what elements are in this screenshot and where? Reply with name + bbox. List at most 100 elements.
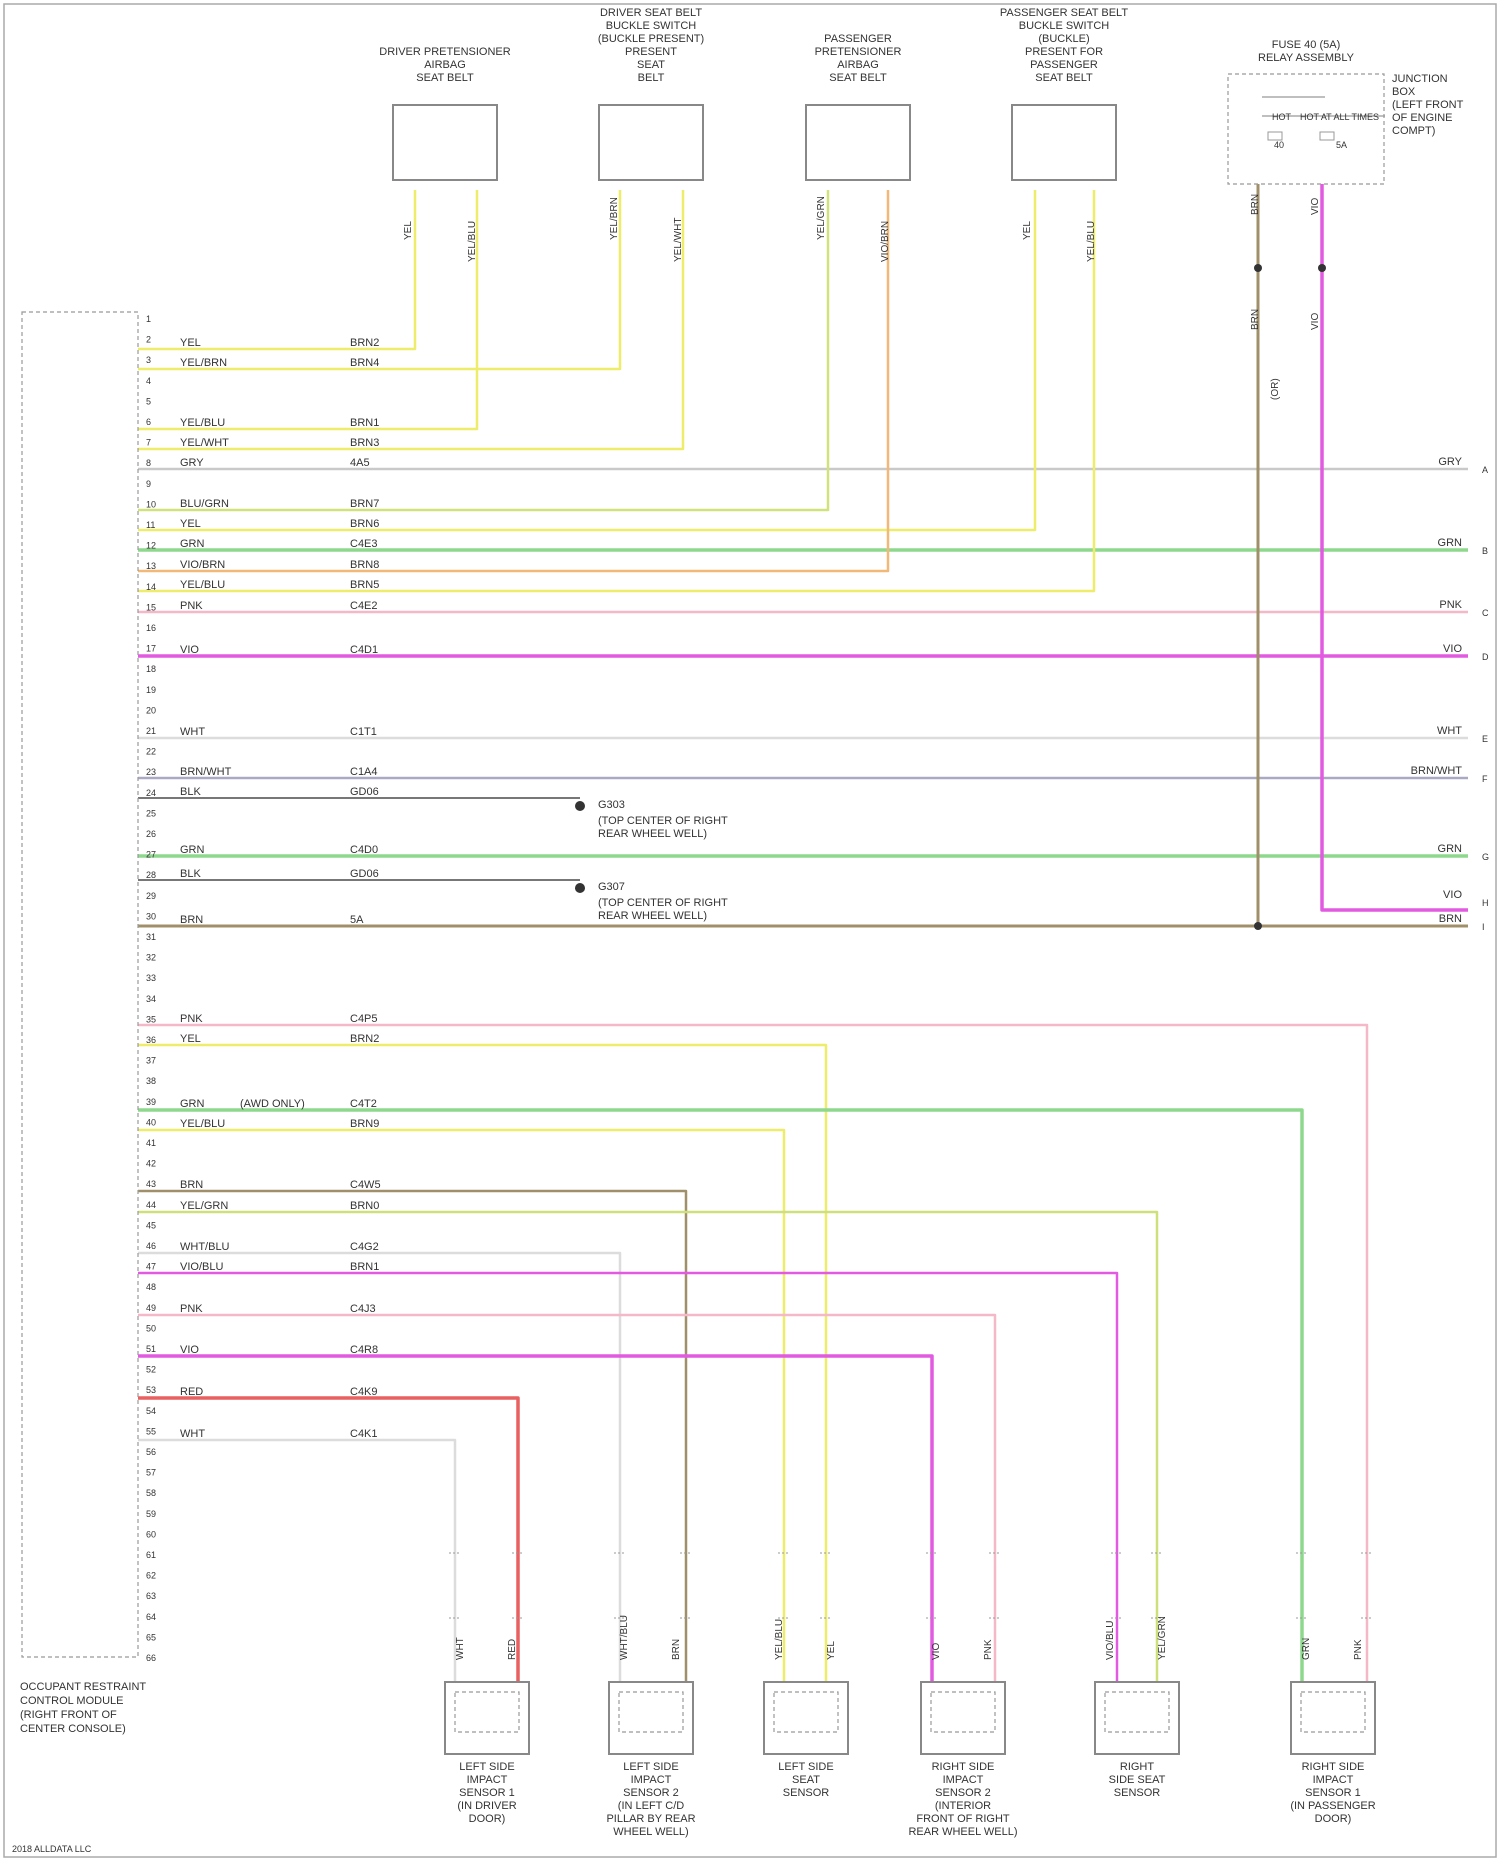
right-edge-arrow: I [1482, 922, 1485, 932]
upper-sensor-box [393, 105, 497, 180]
lower-sensor-wire-a: VIO/BLU [1105, 1621, 1116, 1660]
module-pin-number: 26 [146, 829, 156, 839]
fuse-wire-label-brn: BRN [1250, 194, 1261, 215]
upper-wire-color: YEL/BRN [180, 357, 227, 369]
upper-wire-color: YEL [180, 337, 201, 349]
upper-sensor-wire-a: YEL [403, 221, 414, 240]
module-pin-number: 6 [146, 417, 151, 427]
module-pin-number: 5 [146, 396, 151, 406]
module-pin-number: 47 [146, 1262, 156, 1272]
module-pin-number: 35 [146, 1014, 156, 1024]
module-title: OCCUPANT RESTRAINTCONTROL MODULE(RIGHT F… [20, 1681, 146, 1735]
module-pin-number: 24 [146, 788, 156, 798]
lower-sensor-wire-b: PNK [983, 1639, 994, 1660]
module-pin-number: 28 [146, 870, 156, 880]
lower-sensor-title: RIGHT SIDEIMPACTSENSOR 2(INTERIORFRONT O… [908, 1761, 1017, 1838]
lower-wire-circuit: BRN9 [350, 1118, 379, 1130]
module-pin-number: 45 [146, 1220, 156, 1230]
lower-wire-color: VIO/BLU [180, 1261, 223, 1273]
lower-wire-path [138, 1025, 1367, 1682]
upper-wire-circuit: BRN7 [350, 498, 379, 510]
upper-wire-circuit: C1A4 [350, 766, 378, 778]
lower-sensor-4: RIGHT SIDEIMPACTSENSOR 2(INTERIORFRONT O… [908, 1639, 1017, 1838]
fuse-inner-number: 40 [1274, 140, 1284, 150]
right-edge-label: PNK [1439, 599, 1462, 611]
right-edge-arrow: H [1482, 898, 1489, 908]
upper-wire-color: GRN [180, 538, 205, 550]
upper-wire-color: GRY [180, 457, 204, 469]
lower-wire-color: PNK [180, 1303, 203, 1315]
upper-sensor-box [599, 105, 703, 180]
lower-wire-circuit: C4T2 [350, 1098, 377, 1110]
upper-sensor-title: DRIVER PRETENSIONERAIRBAGSEAT BELT [379, 46, 510, 84]
lower-sensor-box [1095, 1682, 1179, 1754]
lower-sensor-wire-a: VIO [931, 1643, 942, 1660]
module-pin-number: 4 [146, 376, 151, 386]
right-edge-label: VIO [1443, 889, 1462, 901]
upper-wire-path [138, 190, 415, 349]
lower-sensor-box [921, 1682, 1005, 1754]
module-pin-number: 58 [146, 1488, 156, 1498]
upper-wire-color: YEL/BLU [180, 579, 225, 591]
right-edge-label: GRN [1438, 843, 1463, 855]
fuse-wire-label-vio: VIO [1310, 198, 1321, 215]
upper-wire-circuit: C4D1 [350, 644, 378, 656]
upper-wire-color: BLK [180, 868, 201, 880]
lower-wire-path [138, 1045, 826, 1682]
module-pin-number: 59 [146, 1509, 156, 1519]
module-pin-number: 56 [146, 1447, 156, 1457]
upper-sensor-box [1012, 105, 1116, 180]
module-pin-number: 55 [146, 1426, 156, 1436]
module-pin-number: 31 [146, 932, 156, 942]
lower-wire-circuit: C4G2 [350, 1241, 379, 1253]
upper-wire-path [138, 190, 477, 429]
module-pin-number: 54 [146, 1406, 156, 1416]
module-pin-number: 61 [146, 1550, 156, 1560]
lower-wire-note: (AWD ONLY) [240, 1098, 305, 1110]
lower-sensor-box [764, 1682, 848, 1754]
right-edge-label: GRY [1438, 456, 1462, 468]
module-pin-number: 27 [146, 850, 156, 860]
upper-wire-circuit: 5A [350, 914, 364, 926]
module-pin-number: 29 [146, 891, 156, 901]
upper-sensor-box [806, 105, 910, 180]
module-pin-number: 11 [146, 520, 155, 530]
upper-wire-circuit: BRN3 [350, 437, 379, 449]
upper-wire-circuit: BRN6 [350, 518, 379, 530]
lower-wire-color: WHT [180, 1428, 205, 1440]
occupant-restraint-control-module: OCCUPANT RESTRAINTCONTROL MODULE(RIGHT F… [20, 312, 146, 1735]
upper-wire-circuit: BRN5 [350, 579, 379, 591]
upper-sensor-wire-b: YEL/WHT [673, 218, 684, 262]
module-pin-number: 9 [146, 479, 151, 489]
upper-wire-circuit: 4A5 [350, 457, 370, 469]
module-pin-number: 20 [146, 705, 156, 715]
lower-wire-path [138, 1315, 995, 1682]
module-pin-number: 32 [146, 953, 156, 963]
module-pin-number: 10 [146, 499, 156, 509]
ground-g303-note: (TOP CENTER OF RIGHTREAR WHEEL WELL) [598, 815, 728, 840]
fuse-lower-label-vio: VIO [1310, 313, 1321, 330]
right-edge-label: GRN [1438, 537, 1463, 549]
upper-sensor-wire-b: YEL/BLU [1086, 221, 1097, 262]
upper-sensor-wire-a: YEL/BRN [609, 197, 620, 240]
splice-dot [1254, 922, 1262, 930]
upper-sensor-2: DRIVER SEAT BELTBUCKLE SWITCH(BUCKLE PRE… [598, 7, 704, 262]
upper-wire-circuit: GD06 [350, 868, 379, 880]
lower-wire-circuit: C4K1 [350, 1428, 378, 1440]
lower-wire-color: VIO [180, 1344, 199, 1356]
module-outline [22, 312, 138, 1657]
upper-wire-circuit: BRN2 [350, 337, 379, 349]
copyright: 2018 ALLDATA LLC [12, 1844, 92, 1854]
lower-sensor-3: LEFT SIDESEATSENSORYEL/BLUYEL [764, 1619, 848, 1799]
lower-wire-color: YEL [180, 1033, 201, 1045]
lower-wire-path [138, 1212, 1157, 1682]
wires-layer: YELBRN2YEL/BRNBRN4YEL/BLUBRN1YEL/WHTBRN3… [138, 184, 1489, 1682]
module-pin-number: 34 [146, 994, 156, 1004]
fuse-element [1268, 132, 1282, 140]
lower-wire-color: BRN [180, 1179, 203, 1191]
fuse-inner-rating: 5A [1336, 140, 1347, 150]
